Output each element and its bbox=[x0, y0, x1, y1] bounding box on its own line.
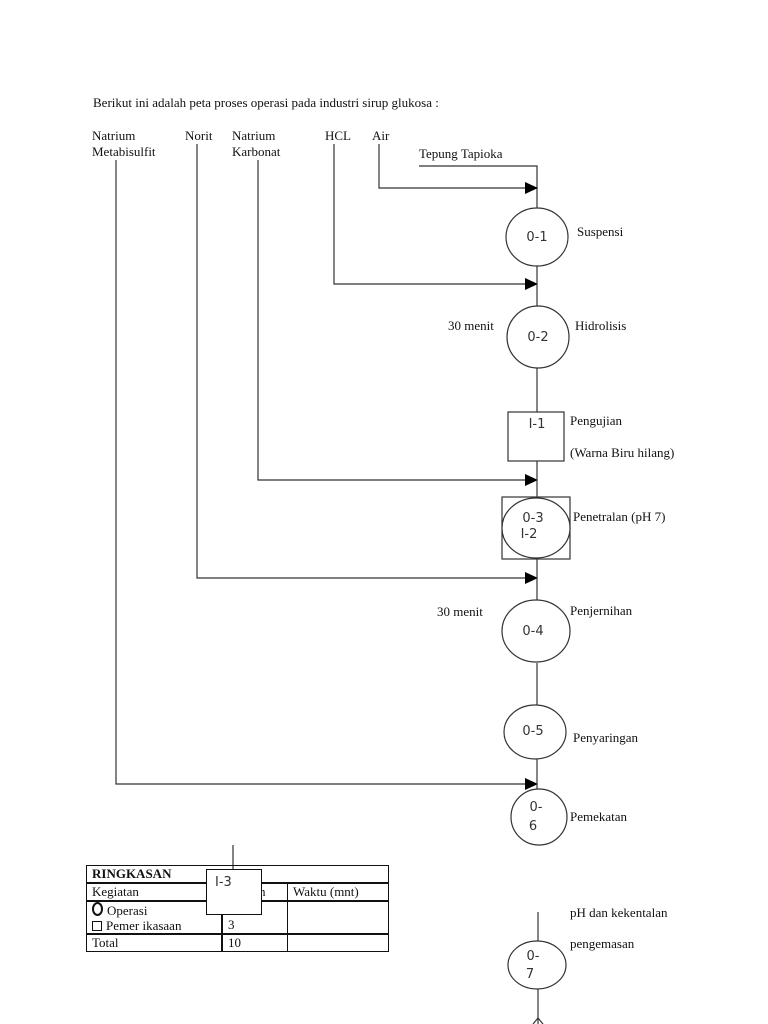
bottom-arrow-tip bbox=[532, 1017, 544, 1024]
node-o2-time: 30 menit bbox=[448, 318, 494, 333]
node-i3-desc: pH dan kekentalan bbox=[570, 905, 668, 920]
node-o6-id-line2: 6 bbox=[528, 819, 538, 834]
input-tepung-tapioka: Tepung Tapioka bbox=[419, 146, 503, 161]
node-o4-id: 0-4 bbox=[522, 624, 544, 639]
flow-line-hcl bbox=[333, 144, 538, 290]
summary-total-count: 10 bbox=[221, 933, 288, 952]
input-hcl: HCL bbox=[325, 128, 351, 143]
input-natrium-karbonat-line1: Natrium bbox=[232, 128, 276, 143]
summary-time-cell bbox=[287, 900, 389, 935]
node-i1-desc: Pengujian bbox=[570, 413, 622, 428]
input-air: Air bbox=[372, 128, 390, 143]
summary-header-waktu: Waktu (mnt) bbox=[287, 882, 389, 902]
node-o3i2-desc: Penetralan (pH 7) bbox=[573, 509, 666, 524]
node-o6-id-line1: 0- bbox=[529, 800, 543, 815]
summary-total-label: Total bbox=[86, 933, 223, 952]
summary-row-pemeriksaan: Pemer ikasaan bbox=[92, 918, 216, 933]
node-i1-box bbox=[507, 411, 565, 462]
node-o7-id-line1: 0- bbox=[526, 949, 540, 964]
node-o1-desc: Suspensi bbox=[577, 224, 624, 239]
summary-header-kegiatan: Kegiatan bbox=[86, 882, 223, 902]
node-o1-id: 0-1 bbox=[526, 230, 548, 245]
summary-count-pemeriksaan: 3 bbox=[228, 917, 235, 932]
node-o3-id: 0-3 bbox=[522, 511, 544, 526]
node-o4-desc: Penjernihan bbox=[570, 603, 633, 618]
node-o2-circle bbox=[506, 305, 570, 369]
node-o5-circle bbox=[503, 704, 567, 760]
flow-line-karbonat bbox=[257, 160, 538, 486]
input-natrium-metabisulfit-line2: Metabisulfit bbox=[92, 144, 156, 159]
node-i1-id: I-1 bbox=[528, 417, 546, 432]
input-norit: Norit bbox=[185, 128, 213, 143]
node-o7-desc: pengemasan bbox=[570, 936, 635, 951]
node-o4-time: 30 menit bbox=[437, 604, 483, 619]
input-natrium-metabisulfit-line1: Natrium bbox=[92, 128, 136, 143]
intro-text: Berikut ini adalah peta proses operasi p… bbox=[93, 95, 439, 110]
node-o6-desc: Pemekatan bbox=[570, 809, 628, 824]
node-o1-circle bbox=[505, 207, 569, 267]
node-o6-circle bbox=[510, 788, 568, 846]
node-o2-id: 0-2 bbox=[527, 330, 549, 345]
summary-total-time bbox=[287, 933, 389, 952]
node-i3-id: I-3 bbox=[215, 875, 232, 890]
flow-line-metabisulfit bbox=[115, 160, 538, 790]
node-o3i2-circle bbox=[501, 497, 571, 559]
summary-row-operasi: Operasi bbox=[92, 902, 216, 918]
node-o5-id: 0-5 bbox=[522, 724, 544, 739]
node-i3-box: I-3 bbox=[206, 869, 262, 915]
node-o4-circle bbox=[501, 599, 571, 663]
input-natrium-karbonat-line2: Karbonat bbox=[232, 144, 281, 159]
node-i2-id: I-2 bbox=[520, 527, 538, 542]
node-o7-circle bbox=[507, 940, 567, 990]
node-o2-desc: Hidrolisis bbox=[575, 318, 627, 333]
flow-line-norit bbox=[196, 144, 538, 584]
circle-icon bbox=[92, 902, 103, 916]
flow-line-tepung bbox=[419, 165, 538, 208]
node-o5-desc: Penyaringan bbox=[573, 730, 638, 745]
node-i1-note: (Warna Biru hilang) bbox=[570, 445, 675, 460]
summary-rows: Operasi Pemer ikasaan 7 3 bbox=[86, 900, 389, 935]
square-icon bbox=[92, 921, 102, 931]
node-o7-id-line2: 7 bbox=[525, 967, 535, 982]
flow-line-air bbox=[378, 144, 538, 194]
